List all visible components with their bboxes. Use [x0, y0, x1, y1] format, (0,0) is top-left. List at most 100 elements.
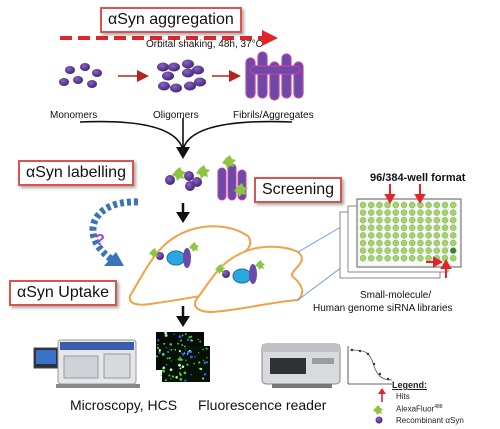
micrograph-speckle [181, 359, 184, 361]
plate-well [384, 239, 391, 247]
plate-well [441, 216, 449, 224]
micrograph-speckle [198, 352, 200, 354]
hcs-microscope-icon [33, 339, 140, 388]
labelling-box: αSyn labelling [18, 160, 134, 186]
micrograph-speckle [186, 363, 189, 366]
plate-well [400, 209, 408, 216]
micrograph-speckle [199, 340, 202, 343]
micrograph-speckle [174, 349, 176, 351]
curve-left [79, 120, 184, 151]
micrograph-speckle [190, 373, 193, 376]
legend-recombinant: Recombinant αSyn [396, 416, 464, 425]
micrograph-speckle [162, 366, 166, 369]
plate-well [425, 239, 432, 247]
micrograph-speckle [156, 344, 159, 346]
plate-well [400, 239, 408, 247]
micrograph-speckle [166, 350, 170, 354]
monomers-icon [59, 63, 102, 88]
plate-well [450, 255, 457, 262]
micrograph-speckle [188, 349, 191, 352]
hit-well [450, 247, 457, 254]
micrograph-speckle [181, 352, 183, 354]
plate-well [392, 209, 399, 216]
plate-well [409, 232, 416, 239]
micrograph-speckle [181, 365, 185, 369]
plate-well [359, 209, 367, 216]
plate-well [400, 255, 408, 262]
plate-well [409, 224, 416, 232]
plate-well [359, 232, 367, 239]
plate-well [441, 239, 449, 247]
plate-well [368, 224, 375, 232]
label-oligomers: Oligomers [153, 110, 199, 121]
plate-well [417, 239, 424, 247]
micrograph-speckle [198, 361, 201, 364]
plate-well [433, 201, 440, 209]
plate-well [417, 216, 424, 224]
plate-well [433, 224, 440, 232]
micrograph-speckle [200, 367, 203, 371]
plate-well [368, 209, 375, 216]
plate-well [400, 224, 408, 232]
micrograph-speckle [179, 358, 183, 361]
plate-well [392, 239, 399, 247]
micrograph-speckle [179, 356, 181, 358]
uptake-curved-arrow [89, 198, 139, 266]
plate-well [392, 232, 399, 239]
dose-response-mini-chart [347, 346, 393, 385]
plate-well [425, 216, 432, 224]
micrograph-speckle [181, 352, 185, 356]
micrograph-speckle [186, 353, 189, 355]
plate-well [441, 224, 449, 232]
micrograph-speckle [170, 360, 173, 362]
micrograph-speckle [203, 361, 207, 365]
plate-well [368, 232, 375, 239]
plate-well [417, 224, 424, 232]
plate-well [368, 255, 375, 262]
plate-well [409, 247, 416, 254]
labelled-species-icon [165, 155, 248, 201]
micrograph-speckle [173, 333, 175, 335]
micrograph-speckle [158, 348, 161, 351]
micrograph-speckle [184, 348, 187, 350]
plate-well [376, 224, 383, 232]
plate-well [409, 255, 416, 262]
micrograph-speckle [158, 351, 161, 355]
plate-well [400, 232, 408, 239]
oligomers-icon [157, 59, 206, 93]
micrograph-speckle [190, 355, 193, 359]
shaking-caption: Orbital shaking, 48h, 37°C [146, 39, 263, 50]
legend-alexa-text: AlexaFluor [396, 404, 435, 414]
uptake-box: αSyn Uptake [9, 280, 117, 306]
plate-well [425, 201, 432, 209]
arrow-down-3 [176, 316, 190, 327]
plate-well [433, 232, 440, 239]
plate-well [417, 255, 424, 262]
micrograph-speckle [177, 342, 180, 345]
micrograph-speckle [155, 355, 159, 358]
plate-well [392, 216, 399, 224]
micrograph-speckle [162, 369, 165, 373]
plate-well [368, 247, 375, 254]
micrograph-speckle [179, 373, 182, 376]
legend-alexa: AlexaFluor488 [396, 404, 443, 414]
uptake-greek: α [17, 284, 27, 301]
micrograph-speckle [184, 333, 187, 336]
plate-well [417, 209, 424, 216]
uptake-text: Syn Uptake [26, 284, 109, 301]
title-greek: α [108, 11, 118, 28]
plate-well [441, 255, 449, 262]
plate-well [417, 247, 424, 254]
plate-well [441, 232, 449, 239]
plate-well [359, 247, 367, 254]
micrograph-speckle [164, 331, 168, 335]
plate-well [376, 216, 383, 224]
plate-well [392, 224, 399, 232]
micrograph-speckle [190, 335, 193, 338]
plate-well [450, 224, 457, 232]
labelling-text: Syn labelling [35, 164, 126, 181]
plate-well [450, 201, 457, 209]
plate-well [359, 216, 367, 224]
micrograph-speckle [183, 371, 187, 375]
plate-well [376, 255, 383, 262]
